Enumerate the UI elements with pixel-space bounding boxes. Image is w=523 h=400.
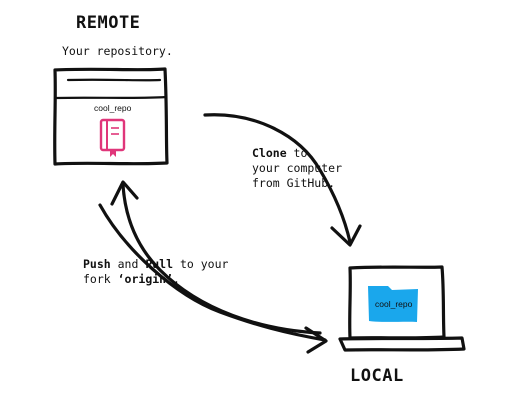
origin-keyword: ‘origin’ bbox=[117, 272, 174, 286]
clone-arrow bbox=[203, 113, 362, 247]
remote-browser-window-icon bbox=[53, 67, 169, 166]
sync-note-line1: Push and Pull to your bbox=[83, 257, 228, 272]
clone-note-line2: your computer bbox=[252, 161, 343, 175]
sync-note-line1-rest: to your bbox=[173, 257, 229, 271]
clone-keyword: Clone bbox=[252, 146, 287, 160]
folder-icon bbox=[368, 286, 418, 322]
local-repo-name: cool_repo bbox=[375, 299, 413, 309]
pull-keyword: Pull bbox=[145, 257, 174, 271]
remote-repo-name: cool_repo bbox=[94, 103, 132, 113]
and-text: and bbox=[110, 257, 146, 271]
push-arrow bbox=[110, 180, 322, 335]
remote-caption: Your repository. bbox=[62, 44, 173, 58]
remote-heading: REMOTE bbox=[76, 13, 141, 33]
clone-note: Clone to your computer from GitHub. bbox=[252, 146, 342, 191]
sync-note-line2: fork ‘origin’. bbox=[83, 272, 228, 287]
laptop-icon bbox=[338, 265, 466, 352]
push-keyword: Push bbox=[83, 257, 111, 271]
clone-note-line1: Clone to bbox=[252, 146, 342, 161]
local-heading: LOCAL bbox=[350, 366, 404, 386]
sync-note: Push and Pull to your fork ‘origin’. bbox=[83, 257, 228, 287]
clone-note-line1-rest: to bbox=[286, 146, 308, 160]
pull-arrow bbox=[98, 203, 328, 354]
repo-book-icon bbox=[99, 118, 126, 157]
sync-note-line2-end: . bbox=[173, 272, 180, 286]
fork-text: fork bbox=[83, 272, 118, 286]
clone-note-line3: from GitHub. bbox=[252, 176, 336, 190]
